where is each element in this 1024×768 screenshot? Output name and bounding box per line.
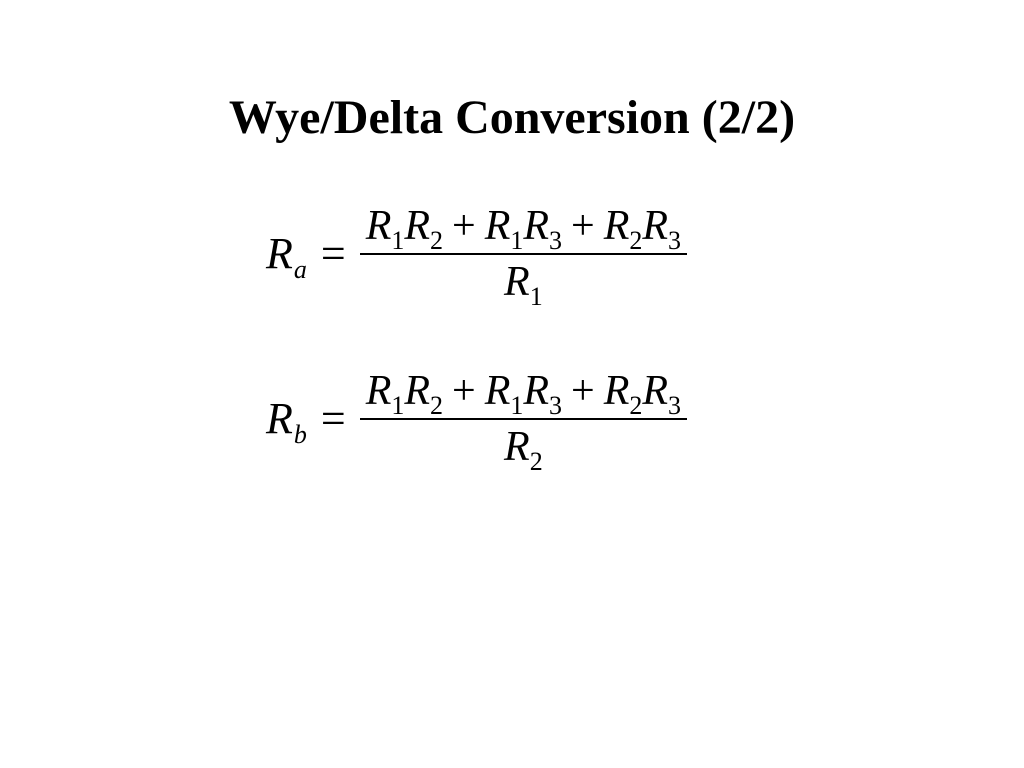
term-subscript: 3 [668,226,682,255]
lhs-symbol: R [266,394,293,443]
term-subscript: 2 [430,226,444,255]
denominator-symbol: R [504,259,530,305]
plus-operator: + [452,368,476,414]
term-subscript: 3 [549,226,563,255]
equation-rb: Rb = R1R2+R1R3+R2R3 R2 [266,368,688,475]
term-symbol: R [603,203,630,249]
term-symbol: R [603,368,630,414]
term-symbol: R [365,203,392,249]
plus-operator: + [571,203,595,249]
denominator-symbol: R [504,424,530,470]
term-subscript: 2 [629,391,643,420]
fraction: R1R2+R1R3+R2R3 R2 [359,368,688,475]
numerator: R1R2+R1R3+R2R3 [360,368,687,420]
term-symbol: R [523,203,550,249]
term-subscript: 2 [629,226,643,255]
denominator: R2 [498,420,549,475]
fraction-bar [359,418,688,420]
term-subscript: 3 [668,391,682,420]
numerator: R1R2+R1R3+R2R3 [360,203,687,255]
term-symbol: R [523,368,550,414]
fraction: R1R2+R1R3+R2R3 R1 [359,203,688,310]
plus-operator: + [452,203,476,249]
term-symbol: R [404,203,431,249]
equals-sign: = [320,229,346,278]
term-subscript: 1 [391,226,405,255]
equation-ra: Ra = R1R2+R1R3+R2R3 R1 [266,203,688,310]
term-symbol: R [642,203,669,249]
term-subscript: 1 [510,226,524,255]
denominator-subscript: 1 [529,282,543,311]
term-subscript: 1 [391,391,405,420]
slide-title: Wye/Delta Conversion (2/2) [228,91,796,144]
denominator: R1 [498,255,549,310]
denominator-subscript: 2 [529,447,543,476]
term-symbol: R [484,368,511,414]
term-symbol: R [404,368,431,414]
equation-lhs: Rb [266,394,307,448]
plus-operator: + [571,368,595,414]
term-symbol: R [365,368,392,414]
lhs-subscript: a [293,255,307,284]
term-subscript: 3 [549,391,563,420]
term-subscript: 2 [430,391,444,420]
term-symbol: R [484,203,511,249]
lhs-subscript: b [293,420,307,449]
term-symbol: R [642,368,669,414]
equals-sign: = [320,394,346,443]
equation-lhs: Ra [266,229,307,283]
lhs-symbol: R [266,229,293,278]
fraction-bar [359,253,688,255]
term-subscript: 1 [510,391,524,420]
